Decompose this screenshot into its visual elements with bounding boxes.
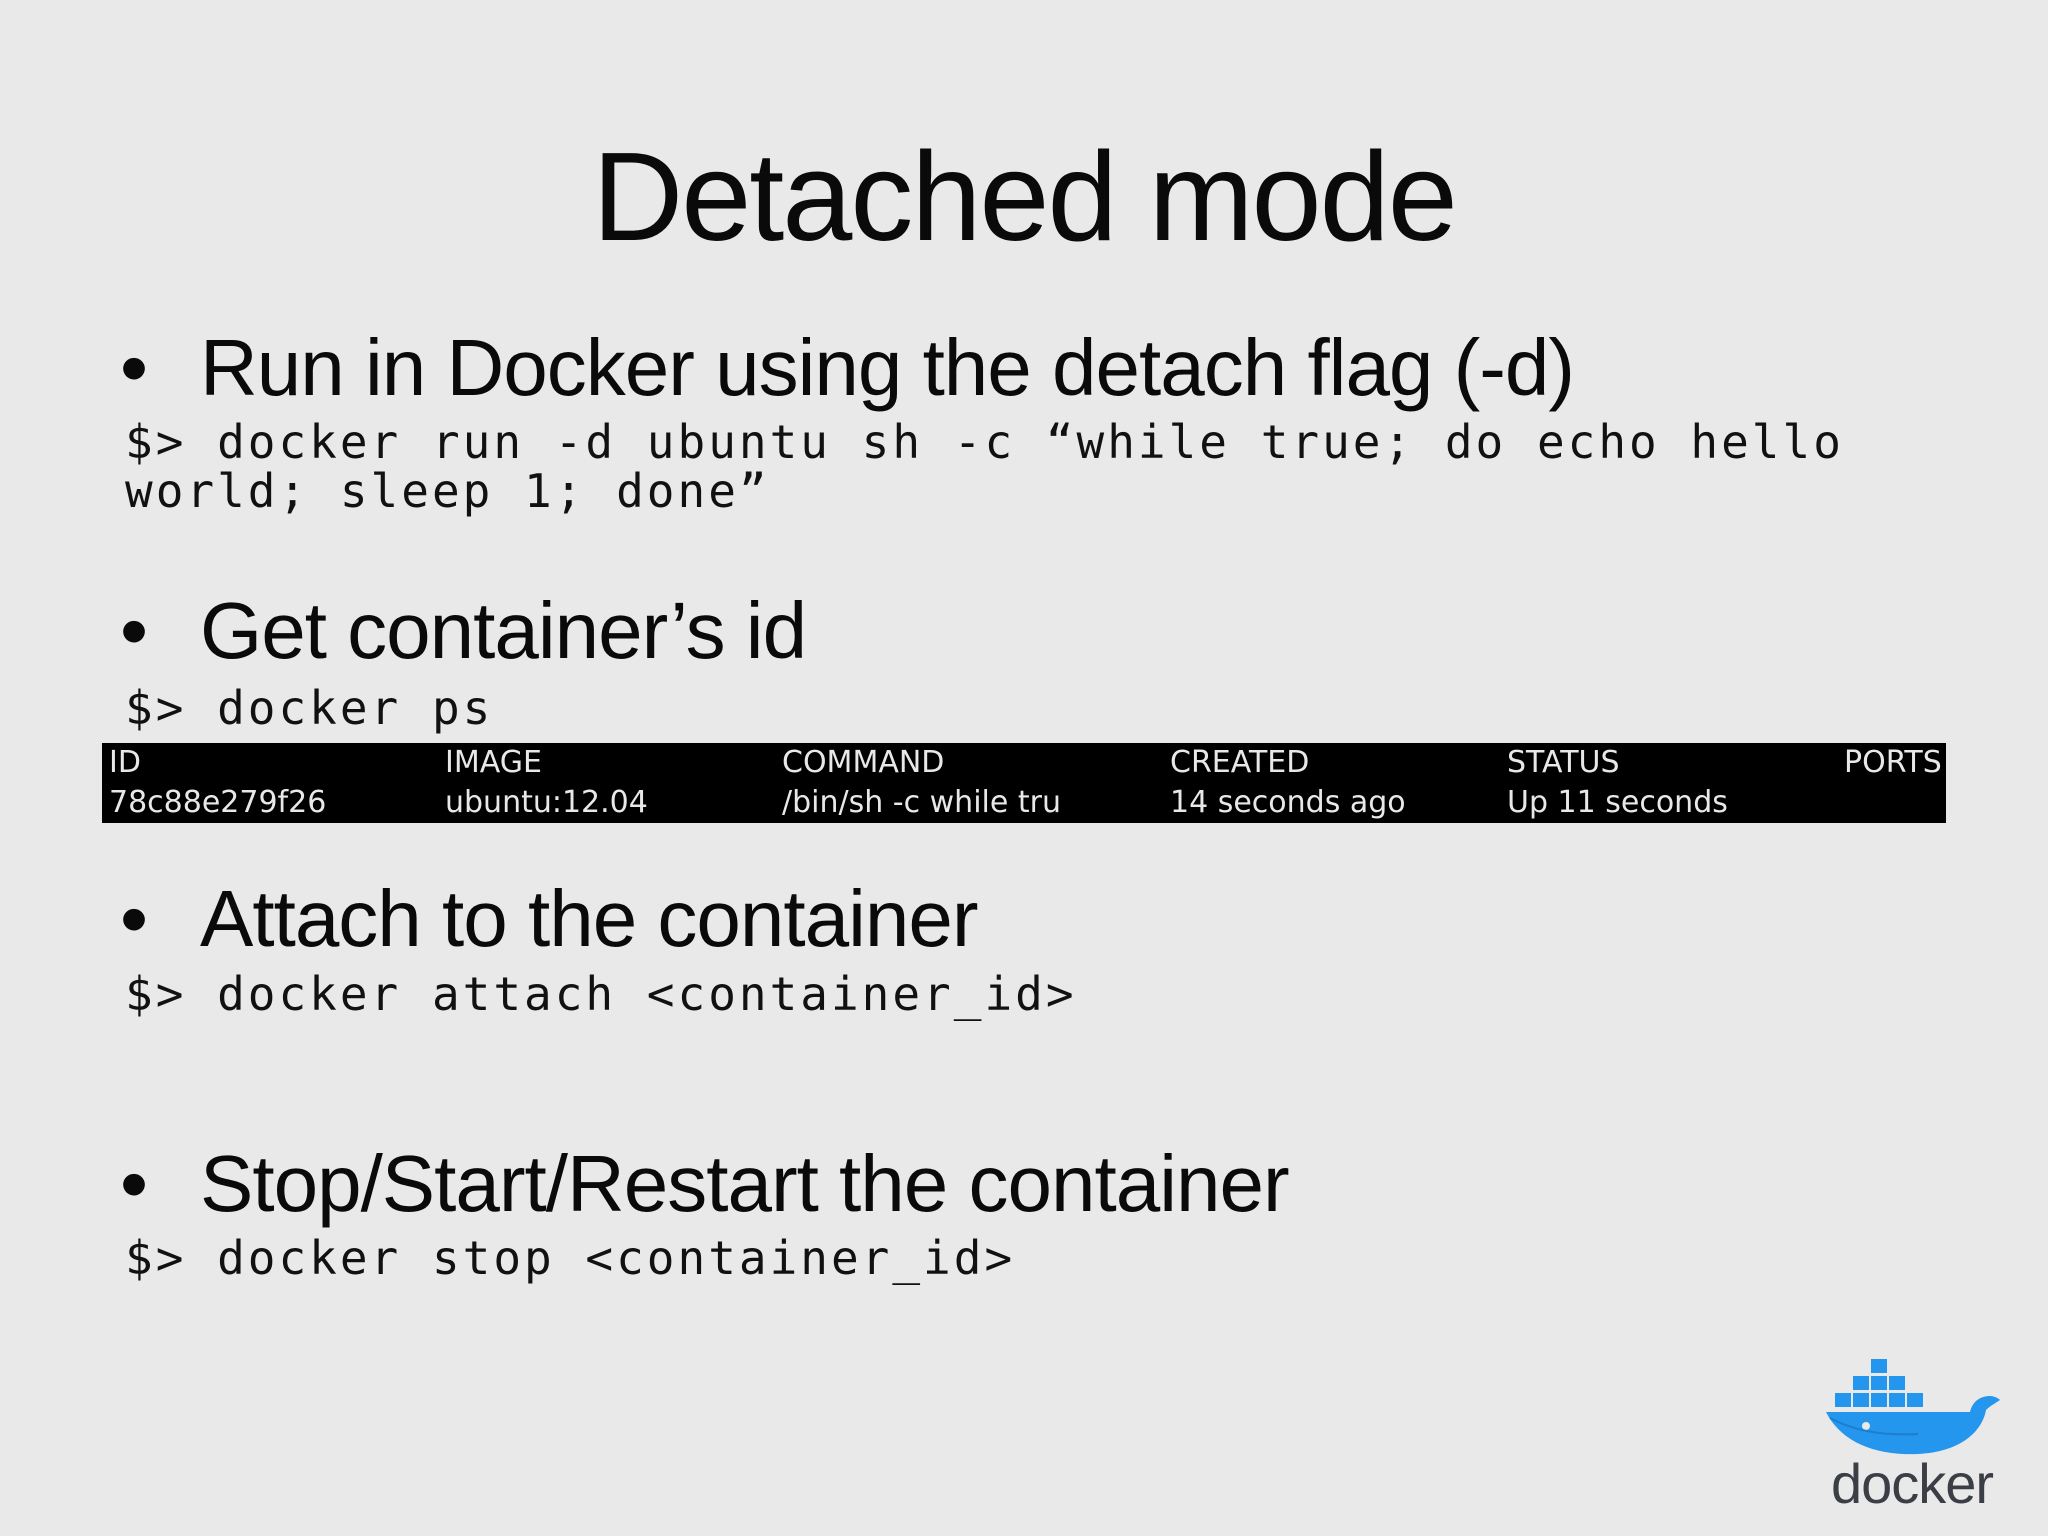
docker-ps-output: ID IMAGE COMMAND CREATED STATUS PORTS 78… <box>102 743 1946 823</box>
cell-status: Up 11 seconds <box>1507 785 1728 820</box>
terminal-header-row: ID IMAGE COMMAND CREATED STATUS PORTS <box>102 743 1946 783</box>
cell-image: ubuntu:12.04 <box>445 785 648 820</box>
bullet-dot: • <box>120 1139 148 1228</box>
col-header-command: COMMAND <box>782 745 945 780</box>
command-line: $> docker run -d ubuntu sh -c “while tru… <box>125 415 1844 469</box>
col-header-status: STATUS <box>1507 745 1620 780</box>
docker-whale-icon <box>1826 1357 2000 1455</box>
bullet-heading: Stop/Start/Restart the container <box>200 1139 1290 1228</box>
bullet-heading: Attach to the container <box>200 874 979 963</box>
terminal-row: 78c88e279f26 ubuntu:12.04 /bin/sh -c whi… <box>102 783 1946 823</box>
bullet-dot: • <box>120 586 148 675</box>
bullet-dot: • <box>120 323 148 412</box>
docker-logo-text: docker <box>1830 1452 1994 1515</box>
bullet-get-id: • Get container’s id <box>120 583 807 679</box>
command-line: $> docker attach <container_id> <box>125 967 1077 1021</box>
col-header-created: CREATED <box>1170 745 1310 780</box>
slide-title: Detached mode <box>592 126 1458 267</box>
docker-logo: docker <box>1822 1350 2002 1514</box>
cell-created: 14 seconds ago <box>1170 785 1406 820</box>
command-line: world; sleep 1; done” <box>125 464 770 518</box>
col-header-ports: PORTS <box>1844 745 1942 780</box>
cell-id: 78c88e279f26 <box>109 785 327 820</box>
col-header-image: IMAGE <box>445 745 542 780</box>
bullet-heading: Run in Docker using the detach flag (-d) <box>200 323 1575 412</box>
bullet-run-detached: • Run in Docker using the detach flag (-d… <box>120 320 1575 416</box>
bullet-heading: Get container’s id <box>200 586 807 675</box>
cell-command: /bin/sh -c while tru <box>782 785 1061 820</box>
bullet-stop-start: • Stop/Start/Restart the container <box>120 1136 1290 1232</box>
bullet-dot: • <box>120 874 148 963</box>
col-header-id: ID <box>109 745 141 780</box>
bullet-attach: • Attach to the container <box>120 871 979 967</box>
command-line: $> docker stop <container_id> <box>125 1231 1016 1285</box>
command-line: $> docker ps <box>125 681 494 735</box>
